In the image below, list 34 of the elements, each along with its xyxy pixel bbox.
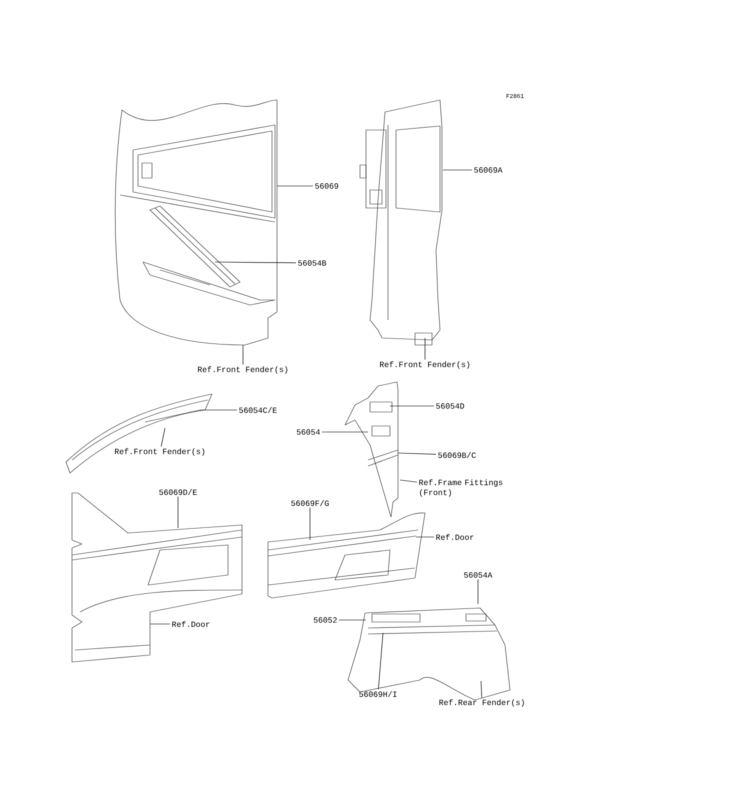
side-panel-drawing (360, 100, 442, 346)
part-number: 56069B/C (438, 452, 476, 458)
part-number: 56052 (314, 617, 337, 623)
reference-label: Ref.Rear Fender(s) (439, 699, 524, 707)
part-number: 56069 (315, 183, 338, 189)
part-number: 56069H/I (359, 691, 396, 697)
part-number: 56069A (474, 167, 502, 173)
leader-line (378, 632, 384, 690)
leader-line (480, 680, 482, 698)
reference-label: Ref.Door (172, 621, 210, 627)
leader-line (424, 338, 426, 360)
part-number: 56069F/G (291, 500, 329, 506)
reference-label: Ref.Door (436, 534, 474, 540)
rear-fender-drawing (348, 608, 510, 700)
leader-line (160, 428, 166, 447)
front-fitting-drawing (344, 382, 398, 518)
leader-line (416, 536, 434, 538)
leader-line (398, 452, 436, 455)
reference-label: Ref.Front Fender(s) (115, 448, 204, 456)
reference-label: Ref.Front Fender(s) (198, 366, 288, 374)
reference-label: Ref.Frame Fittings (Front) (419, 479, 502, 497)
reference-label: Ref.Front Fender(s) (380, 361, 470, 369)
door-panel-drawing (114, 100, 278, 346)
leader-line (242, 344, 244, 365)
leader-line (400, 480, 418, 482)
leader-line (214, 262, 296, 264)
hood-strip-drawing (66, 394, 212, 474)
part-number: 56054D (436, 403, 464, 409)
part-number: 56054A (464, 572, 492, 578)
part-number: 56069D/E (159, 489, 197, 495)
door-trim-drawing (268, 512, 426, 598)
part-number: 56054 (296, 429, 320, 435)
part-number: 56054C/E (239, 407, 277, 413)
part-number: 56054B (298, 260, 326, 266)
